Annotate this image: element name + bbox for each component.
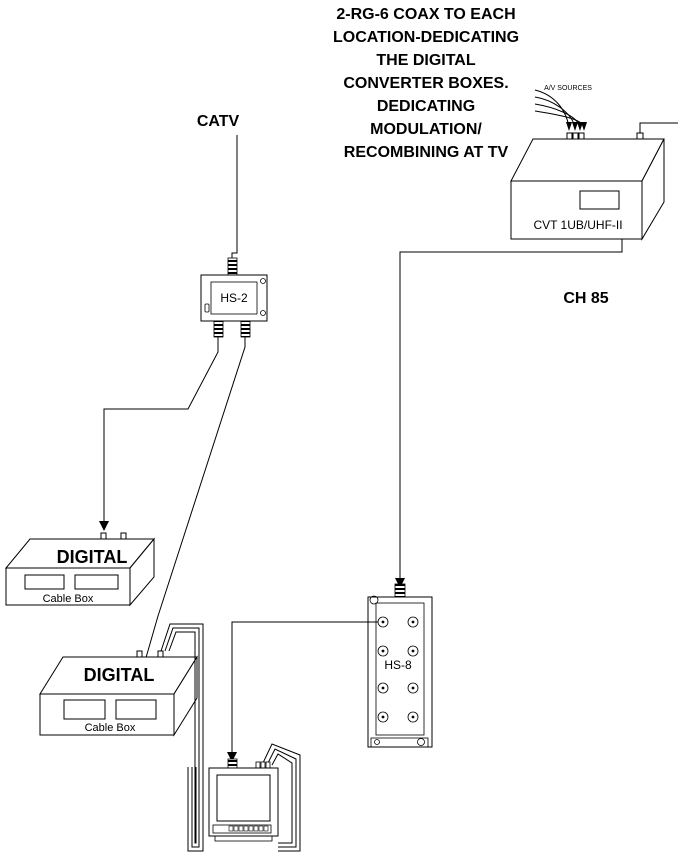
- box2-title: DIGITAL: [84, 665, 155, 685]
- note-line-3: THE DIGITAL: [376, 52, 475, 69]
- converter-label: CVT 1UB/UHF-II: [533, 218, 622, 232]
- hs8-input-arrow: [395, 578, 405, 588]
- digital-box-2: [39, 650, 198, 737]
- converter-to-hs8-cable: [399, 239, 623, 584]
- hs8-to-tv-cable: [231, 621, 378, 758]
- note-line-4: CONVERTER BOXES.: [343, 75, 508, 92]
- converter-output-top: [639, 122, 678, 133]
- converter-display: [579, 190, 620, 210]
- note-line-7: RECOMBINING AT TV: [344, 144, 509, 161]
- box1-title: DIGITAL: [57, 547, 128, 567]
- box1-input-arrow: [99, 521, 109, 531]
- digital-box-1: [4, 532, 156, 607]
- hs2-to-box1-cable: [103, 337, 219, 527]
- box2-to-tv-cables: [160, 623, 204, 852]
- hs2-label: HS-2: [220, 291, 248, 305]
- splitter-hs8: [367, 583, 433, 748]
- av-sources-label: A/V SOURCES: [544, 85, 592, 92]
- tv-buttons: [228, 825, 269, 832]
- catv-label: CATV: [197, 113, 240, 130]
- note-line-1: 2-RG-6 COAX TO EACH: [336, 6, 515, 23]
- channel-label: CH 85: [563, 290, 608, 307]
- hs8-label: HS-8: [384, 658, 412, 672]
- converter-box: [510, 132, 665, 241]
- box2-caption: Cable Box: [85, 722, 136, 734]
- tv-input-arrow: [227, 752, 237, 762]
- av-source-arrows: [566, 122, 587, 131]
- tv-set: [208, 758, 279, 842]
- tv-side-cables: [261, 743, 301, 852]
- note-text: 2-RG-6 COAX TO EACH LOCATION-DEDICATING …: [333, 6, 519, 161]
- tv-screen: [216, 774, 271, 822]
- av-source-cables: [534, 89, 585, 128]
- note-line-5: DEDICATING: [377, 98, 475, 115]
- splitter-hs2: [200, 257, 268, 338]
- note-line-6: MODULATION/: [370, 121, 482, 138]
- hs2-to-box2-cable: [140, 337, 246, 676]
- catv-cable: [231, 135, 238, 258]
- note-line-2: LOCATION-DEDICATING: [333, 29, 519, 46]
- box1-caption: Cable Box: [43, 593, 94, 605]
